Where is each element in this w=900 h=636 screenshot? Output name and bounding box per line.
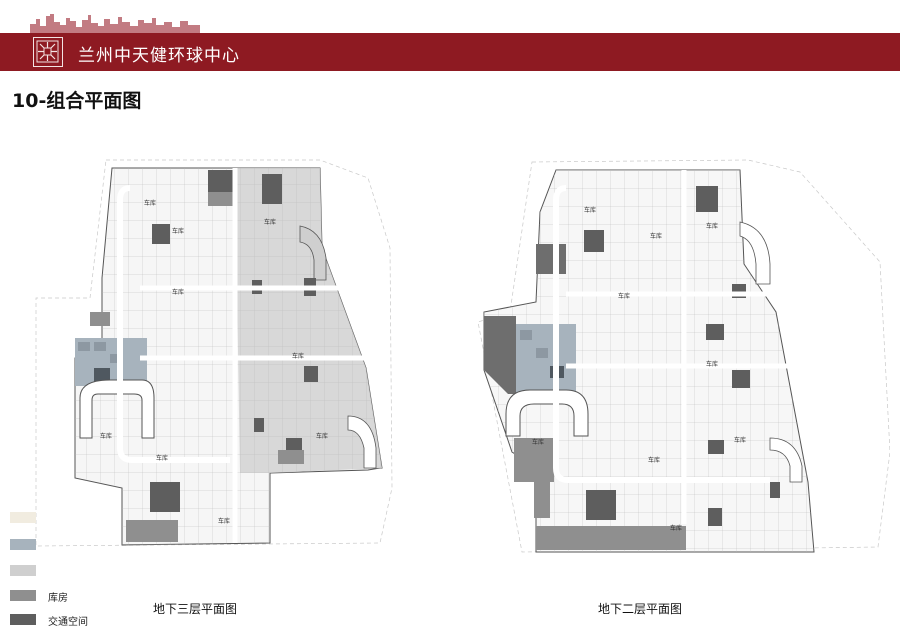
room-label: 车库: [100, 432, 112, 440]
room-label: 车库: [218, 517, 230, 525]
caption-b3: 地下三层平面图: [153, 602, 238, 616]
header-banner: 兰州中天健环球中心: [0, 33, 900, 71]
legend-swatch: [10, 590, 36, 601]
legend-item: [10, 512, 190, 526]
room-label: 车库: [264, 218, 276, 226]
room-label: 车库: [172, 227, 184, 235]
legend-swatch: [10, 565, 36, 576]
legend-item: [10, 565, 190, 579]
room-label: 车库: [172, 288, 184, 296]
legend-label: 库房: [48, 593, 68, 604]
legend-swatch: [10, 614, 36, 625]
room-label: 车库: [618, 292, 630, 300]
page-title: 10-组合平面图: [12, 90, 142, 112]
skyline-decoration: [30, 14, 200, 34]
floor-plan-b3: 车库 车库 车库 车库 车库 车库 车库 车库 车库: [35, 159, 393, 547]
room-label: 车库: [144, 199, 156, 207]
room-label: 车库: [648, 456, 660, 464]
logo: [33, 37, 63, 67]
room-label: 车库: [156, 454, 168, 462]
room-label: 车库: [316, 432, 328, 440]
legend-swatch: [10, 539, 36, 550]
floor-plan-b2: 车库 车库 车库 车库 车库 车库 车库 车库 车库: [477, 159, 890, 553]
legend-item: 库房: [10, 590, 190, 604]
legend-label: 交通空间: [48, 617, 88, 628]
legend-item: 交通空间: [10, 614, 190, 628]
room-label: 车库: [706, 360, 718, 368]
room-label: 车库: [292, 352, 304, 360]
room-label: 车库: [532, 438, 544, 446]
room-label: 车库: [734, 436, 746, 444]
room-label: 车库: [706, 222, 718, 230]
legend-swatch: [10, 512, 36, 523]
logo-emblem-icon: [36, 40, 59, 63]
room-label: 车库: [650, 232, 662, 240]
room-label: 车库: [670, 524, 682, 532]
project-title: 兰州中天健环球中心: [78, 46, 240, 66]
room-label: 车库: [584, 206, 596, 214]
caption-b2: 地下二层平面图: [598, 602, 683, 616]
legend-item: [10, 539, 190, 553]
